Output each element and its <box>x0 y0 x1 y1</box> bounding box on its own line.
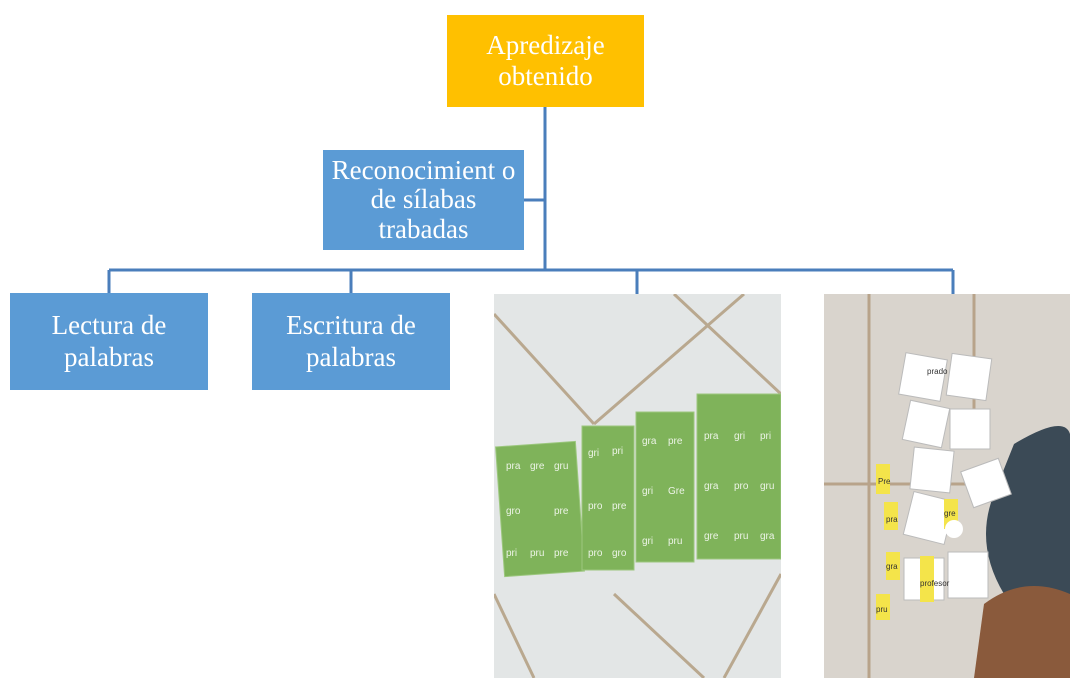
card-text: pru <box>876 605 888 614</box>
card-text: pri <box>612 446 623 457</box>
card-text: profesor <box>920 579 950 588</box>
card-text: gro <box>612 548 627 559</box>
card-text: pro <box>588 501 603 512</box>
card-text: pra <box>886 515 898 524</box>
card-text: gri <box>734 431 745 442</box>
card-text: pru <box>734 531 748 542</box>
card-text: gra <box>642 436 657 447</box>
child-label-lectura: Lectura de palabras <box>51 310 167 372</box>
card-text: gri <box>642 486 653 497</box>
card-text: gru <box>554 461 568 472</box>
card-text: pri <box>506 548 517 559</box>
card-text: Pre <box>878 477 891 486</box>
card-text: gra <box>760 531 775 542</box>
syllable-cards-photo: pra gre gru gro pre pri pru pre gri pri … <box>494 294 781 678</box>
card-text: gra <box>886 562 898 571</box>
card-text: pru <box>668 536 682 547</box>
child-node-escritura: Escritura de palabras <box>252 293 450 390</box>
card-text: gri <box>588 448 599 459</box>
card-text: gru <box>760 481 774 492</box>
root-label: Apredizaje obtenido <box>486 29 605 91</box>
card-text: pri <box>760 431 771 442</box>
card-text: pro <box>734 481 749 492</box>
child-label-escritura: Escritura de palabras <box>286 310 416 372</box>
card-text: gre <box>530 461 545 472</box>
assistant-label: Reconocimient o de sílabas trabadas <box>331 155 516 244</box>
child-node-lectura: Lectura de palabras <box>10 293 208 390</box>
card-text: pre <box>612 501 627 512</box>
card-text: gra <box>704 481 719 492</box>
card-text: prado <box>927 367 948 376</box>
card-text: gro <box>506 506 521 517</box>
card-text: pre <box>554 548 569 559</box>
syllable-cards-illustration: pra gre gru gro pre pri pru pre gri pri … <box>494 294 781 678</box>
card-text: gri <box>642 536 653 547</box>
child-cards-illustration: prado Pre gre pra gra profesor pru <box>824 294 1070 678</box>
root-node: Apredizaje obtenido <box>447 15 644 107</box>
child-word-cards-photo: prado Pre gre pra gra profesor pru <box>824 294 1070 678</box>
card-text: pro <box>588 548 603 559</box>
assistant-node: Reconocimient o de sílabas trabadas <box>323 150 524 250</box>
card-text: Gre <box>668 486 685 497</box>
card-text: pre <box>554 506 569 517</box>
card-text: gre <box>944 509 956 518</box>
card-text: pru <box>530 548 544 559</box>
card-text: pra <box>704 431 719 442</box>
card-text: pre <box>668 436 683 447</box>
card-text: gre <box>704 531 719 542</box>
card-text: pra <box>506 461 521 472</box>
